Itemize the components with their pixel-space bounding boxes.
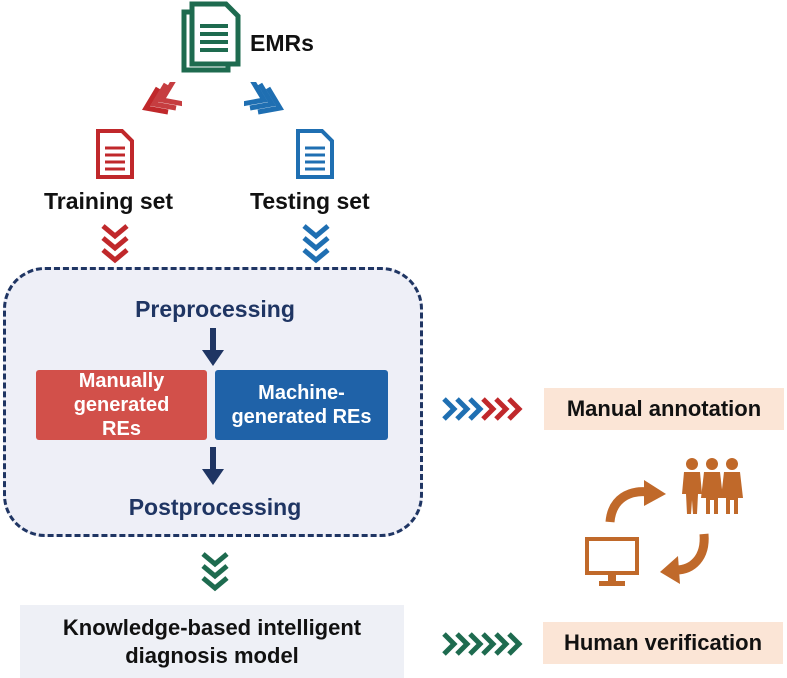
chevron-down-right-icon bbox=[244, 82, 285, 115]
chevron-right-icon bbox=[442, 397, 523, 421]
emrs-label: EMRs bbox=[250, 30, 314, 56]
manual-re-box: Manually generated REs bbox=[36, 370, 207, 440]
document-stack-icon bbox=[181, 1, 241, 73]
testing-set-label: Testing set bbox=[250, 188, 370, 214]
human-verification-tag: Human verification bbox=[543, 622, 783, 664]
machine-re-box: Machine-generated REs bbox=[215, 370, 388, 440]
arrow-down-icon bbox=[202, 447, 224, 485]
manual-annotation-tag: Manual annotation bbox=[544, 388, 784, 430]
preprocessing-label: Preprocessing bbox=[135, 296, 295, 322]
chevron-down-left-icon bbox=[141, 82, 182, 115]
training-set-label: Training set bbox=[44, 188, 174, 214]
chevron-down-icon bbox=[302, 224, 330, 264]
manual-annotation-label: Manual annotation bbox=[566, 396, 762, 421]
people-group-icon bbox=[682, 458, 743, 514]
monitor-icon bbox=[585, 537, 639, 586]
diagnosis-model-label: Knowledge-based intelligent diagnosis mo… bbox=[62, 614, 362, 668]
chevron-down-icon bbox=[101, 224, 129, 264]
human-verification-label: Human verification bbox=[563, 630, 763, 655]
postprocessing-label: Postprocessing bbox=[128, 494, 302, 520]
training-document-icon bbox=[96, 129, 134, 179]
testing-document-icon bbox=[296, 129, 334, 179]
curved-arrow-icon bbox=[605, 480, 666, 523]
curved-arrow-icon bbox=[660, 533, 709, 584]
diagnosis-model-box: Knowledge-based intelligent diagnosis mo… bbox=[20, 605, 404, 678]
machine-re-label: Machine-generated REs bbox=[231, 382, 372, 428]
chevron-right-icon bbox=[442, 632, 523, 656]
manual-re-label: Manually generated REs bbox=[73, 370, 170, 440]
chevron-down-icon bbox=[201, 552, 229, 592]
arrow-down-icon bbox=[202, 328, 224, 366]
